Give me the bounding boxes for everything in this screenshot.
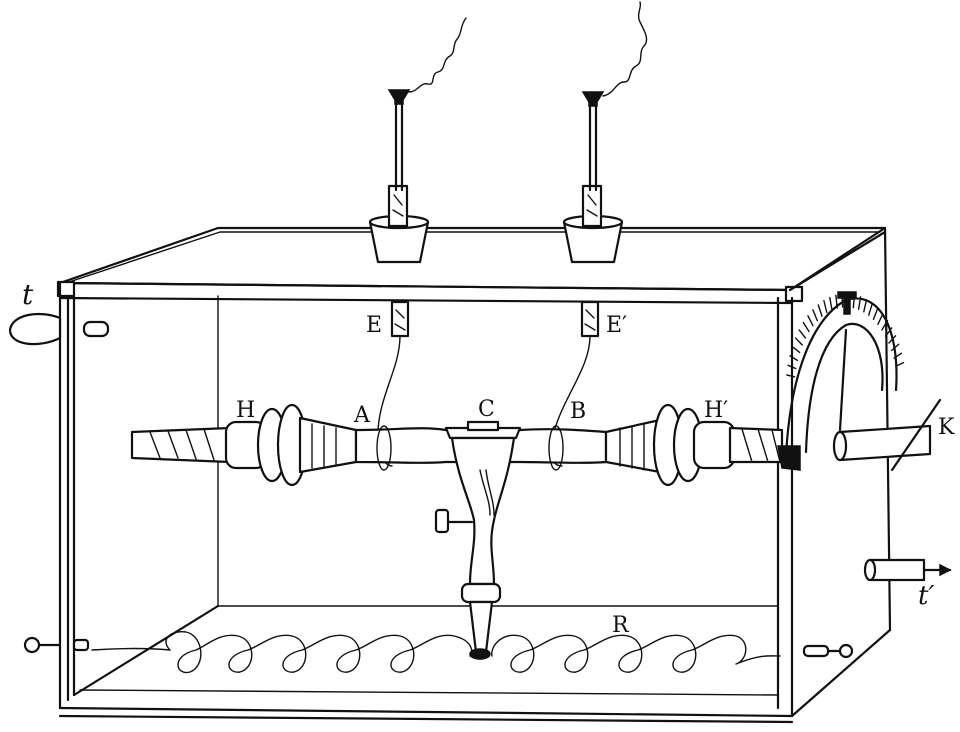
label-R: R: [612, 613, 630, 638]
scale-tick: [893, 352, 903, 359]
scale-tick: [817, 304, 823, 317]
label-E-prime: E′: [606, 313, 627, 338]
scale-tick: [798, 329, 807, 339]
electrode-E-prime: [550, 300, 600, 467]
crank-K: [832, 398, 942, 472]
coil-R: [91, 631, 781, 674]
electrode-holder-left: [368, 89, 430, 264]
scale-tick: [802, 321, 810, 333]
wire-coil-left: [408, 17, 467, 93]
scale-tick: [857, 296, 862, 310]
vertical-stem: [434, 436, 516, 660]
scale-tick: [884, 327, 893, 337]
electrode-holder-right: [562, 91, 624, 264]
label-E: E: [366, 313, 382, 338]
scale-tick: [872, 307, 879, 321]
scale-tick: [863, 299, 868, 313]
label-K: K: [938, 415, 955, 440]
label-B: B: [570, 399, 586, 424]
label-C: C: [478, 397, 495, 422]
wire-coil-right: [602, 1, 648, 97]
scale-tick: [794, 337, 803, 346]
scale-tick: [877, 313, 884, 325]
label-H: H: [236, 398, 255, 423]
box-frame: [56, 226, 892, 724]
scale-tick: [791, 345, 801, 354]
curved-scale: [784, 291, 905, 458]
label-H-prime: H′: [704, 398, 728, 423]
label-A: A: [353, 403, 371, 428]
scale-tick: [812, 309, 819, 322]
scale-tick: [868, 302, 873, 316]
scale-tick: [786, 374, 796, 378]
label-t-right: t′: [918, 581, 934, 611]
right-outlet: [863, 558, 952, 582]
bottom-right-tap: [802, 643, 854, 659]
scale-tick: [895, 361, 905, 367]
scale-tick: [789, 355, 799, 362]
label-t-left: t: [22, 278, 34, 311]
scale-tick: [823, 300, 828, 314]
scale-tick: [829, 296, 833, 311]
scale-tick: [881, 319, 889, 331]
bottom-left-tap: [23, 636, 90, 654]
left-handle: [8, 312, 110, 346]
scale-tick: [807, 315, 814, 327]
scale-tick: [891, 343, 900, 352]
scale-tick: [787, 364, 797, 370]
tube-assembly: [130, 403, 801, 487]
scale-tick: [835, 294, 838, 309]
scale-tick: [888, 335, 897, 344]
